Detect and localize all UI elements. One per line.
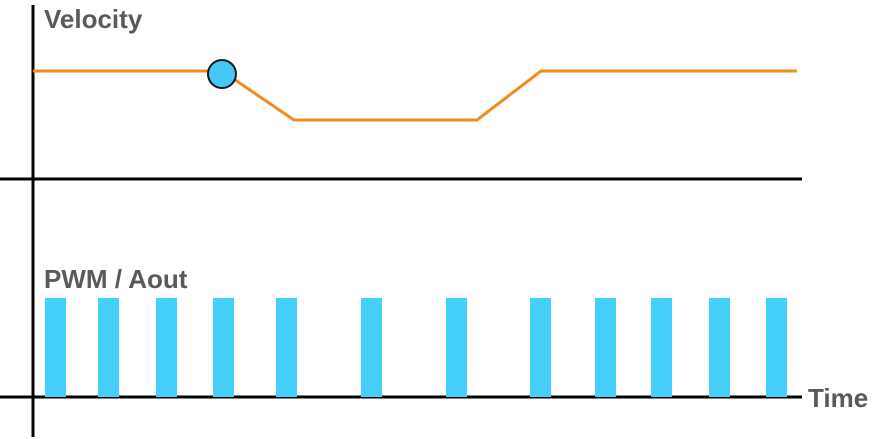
time-label: Time (808, 383, 868, 413)
pwm-pulse (766, 298, 787, 397)
pwm-pulse (595, 298, 616, 397)
pwm-pulse (361, 298, 382, 397)
pwm-pulse (446, 298, 467, 397)
pwm-pulse (709, 298, 730, 397)
pwm-pulse (98, 298, 119, 397)
pwm-pulse (213, 298, 234, 397)
pwm-label: PWM / Aout (44, 264, 188, 294)
velocity-curve (33, 69, 797, 122)
velocity-marker (207, 59, 237, 89)
velocity-label: Velocity (44, 4, 143, 34)
pwm-pulses (45, 298, 787, 397)
pwm-pulse (45, 298, 66, 397)
pwm-pulse (156, 298, 177, 397)
pwm-pulse (530, 298, 551, 397)
pwm-pulse (276, 298, 297, 397)
pwm-pulse (651, 298, 672, 397)
